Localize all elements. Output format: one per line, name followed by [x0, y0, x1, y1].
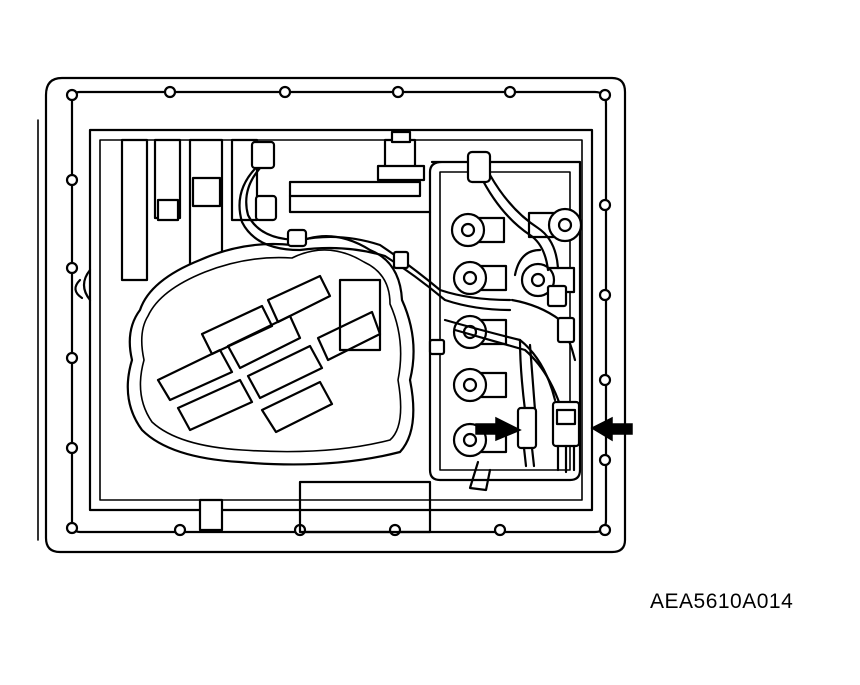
solenoid-module — [428, 160, 582, 482]
top-fitting — [288, 130, 432, 214]
oil-strainer — [126, 235, 415, 466]
solenoid-valve — [452, 260, 508, 296]
bolt-hole — [65, 261, 79, 275]
bolt-hole — [163, 85, 177, 99]
solenoid-valve — [520, 262, 576, 298]
bolt-hole — [598, 88, 612, 102]
arrow-left-indicator — [475, 416, 522, 442]
bolt-hole — [598, 288, 612, 302]
bolt-hole — [173, 523, 187, 537]
bolt-hole — [65, 173, 79, 187]
bolt-hole — [278, 85, 292, 99]
solenoid-valve — [452, 367, 508, 403]
bolt-hole — [598, 453, 612, 467]
solenoid-valve — [450, 212, 506, 248]
bolt-hole — [391, 85, 405, 99]
wiring-harness — [238, 140, 581, 492]
bolt-hole — [65, 441, 79, 455]
bolt-hole — [493, 523, 507, 537]
lower-panel — [298, 480, 432, 534]
bolt-hole — [503, 85, 517, 99]
bolt-holes — [65, 85, 612, 537]
arrow-right-indicator — [590, 416, 633, 442]
bolt-hole — [65, 521, 79, 535]
bolt-hole — [388, 523, 402, 537]
valve-body-housing — [74, 128, 594, 512]
bolt-hole — [65, 351, 79, 365]
bolt-hole — [65, 88, 79, 102]
solenoid-valve — [527, 207, 583, 243]
bolt-hole — [598, 373, 612, 387]
figure-code-label: AEA5610A014 — [650, 590, 794, 613]
bolt-hole — [598, 523, 612, 537]
bolt-hole — [598, 198, 612, 212]
